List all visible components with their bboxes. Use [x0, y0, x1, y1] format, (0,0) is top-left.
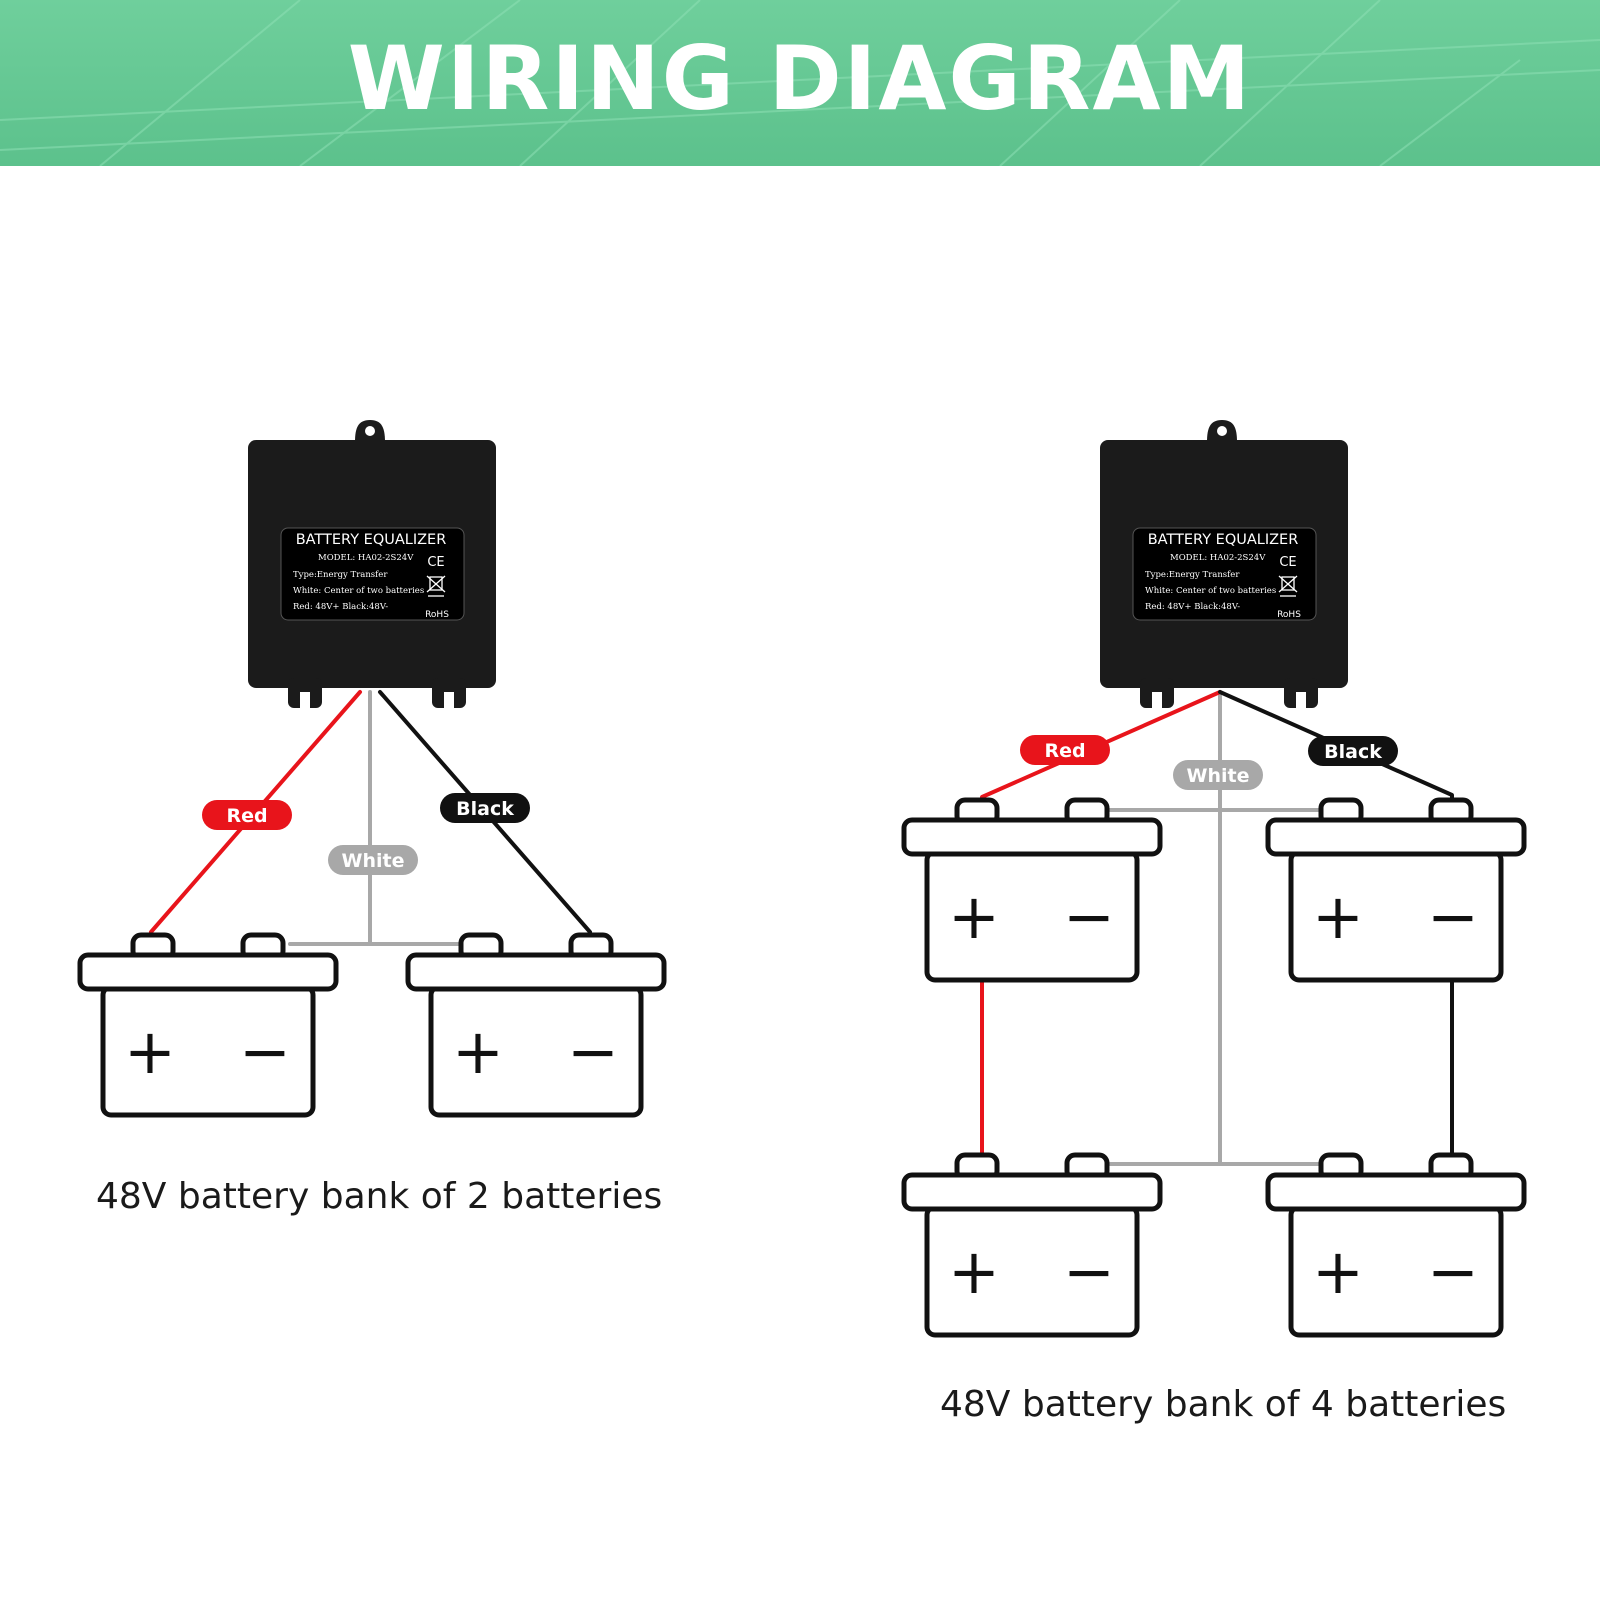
- mounting-hole: [365, 426, 375, 436]
- equalizer-label-plate: [1132, 527, 1317, 621]
- battery-left-2: +−: [405, 932, 667, 1118]
- battery-plus-symbol: +: [124, 1015, 176, 1088]
- pill-text: Red: [226, 805, 267, 827]
- battery-plus-symbol: +: [1312, 880, 1364, 953]
- pill-text: Red: [1044, 740, 1085, 762]
- ce-mark: CE: [1279, 555, 1296, 570]
- mounting-slot-right: [1296, 692, 1306, 710]
- label-white-note: White: Center of two batteries: [1145, 586, 1276, 596]
- label-type: Type:Energy Transfer: [1145, 570, 1240, 580]
- red-wire-right: [980, 690, 1222, 1160]
- label-red-black-note: Red: 48V+ Black:48V-: [293, 602, 388, 612]
- label-red-black-note: Red: 48V+ Black:48V-: [1145, 602, 1240, 612]
- pill-background: [1308, 736, 1398, 766]
- battery-plus-symbol: +: [948, 1235, 1000, 1308]
- pill-text: White: [1187, 765, 1250, 787]
- battery-minus-symbol: −: [1063, 880, 1115, 953]
- red-wire-tag-left: Red: [202, 800, 292, 830]
- solar-panel-background: [0, 0, 1600, 166]
- black-wire-right: [1218, 690, 1454, 1160]
- pill-text: Black: [456, 798, 514, 820]
- equalizer-label-plate: [280, 527, 465, 621]
- battery-minus-symbol: −: [1427, 1235, 1479, 1308]
- pill-background: [440, 793, 530, 823]
- battery-equalizer-right: BATTERY EQUALIZER MODEL: HA02-2S24V Type:E…: [1100, 420, 1348, 710]
- label-title: BATTERY EQUALIZER: [296, 532, 447, 548]
- header-banner: WIRING DIAGRAM: [0, 0, 1600, 166]
- ce-mark: CE: [427, 555, 444, 570]
- battery-right-bottom-1: +−: [901, 1152, 1163, 1338]
- battery-lid: [1265, 817, 1527, 857]
- battery-minus-symbol: −: [1063, 1235, 1115, 1308]
- rohs-mark: RoHS: [425, 610, 449, 620]
- battery-plus-symbol: +: [948, 880, 1000, 953]
- battery-lid: [901, 817, 1163, 857]
- battery-minus-symbol: −: [239, 1015, 291, 1088]
- battery-left-1: +−: [77, 932, 339, 1118]
- weee-bin-icon: [1278, 575, 1298, 597]
- label-model: MODEL: HA02-2S24V: [318, 553, 414, 563]
- battery-right-top-2: +−: [1265, 797, 1527, 983]
- battery-right-bottom-2: +−: [1265, 1152, 1527, 1338]
- black-wire-tag-left: Black: [440, 793, 530, 823]
- battery-minus-symbol: −: [1427, 880, 1479, 953]
- label-type: Type:Energy Transfer: [293, 570, 388, 580]
- pill-text: Black: [1324, 741, 1382, 763]
- caption-two-batteries: 48V battery bank of 2 batteries: [96, 1176, 663, 1217]
- black-wire-tag-right: Black: [1308, 736, 1398, 766]
- page-title: WIRING DIAGRAM: [347, 27, 1253, 130]
- battery-lid: [901, 1172, 1163, 1212]
- mounting-slot-right: [444, 692, 454, 710]
- red-wire-tag-right: Red: [1020, 735, 1110, 765]
- label-model: MODEL: HA02-2S24V: [1170, 553, 1266, 563]
- pill-background: [1173, 760, 1263, 790]
- caption-four-batteries: 48V battery bank of 4 batteries: [940, 1384, 1507, 1425]
- pill-background: [328, 845, 418, 875]
- battery-equalizer-left: BATTERY EQUALIZER MODEL: HA02-2S24V Type:E…: [248, 420, 496, 710]
- battery-minus-symbol: −: [567, 1015, 619, 1088]
- label-title: BATTERY EQUALIZER: [1148, 532, 1299, 548]
- rohs-mark: RoHS: [1277, 610, 1301, 620]
- mounting-slot-left: [300, 692, 310, 710]
- pill-background: [202, 800, 292, 830]
- battery-plus-symbol: +: [1312, 1235, 1364, 1308]
- white-wire-tag-right: White: [1173, 760, 1263, 790]
- pill-text: White: [342, 850, 405, 872]
- battery-lid: [1265, 1172, 1527, 1212]
- battery-plus-symbol: +: [452, 1015, 504, 1088]
- label-white-note: White: Center of two batteries: [293, 586, 424, 596]
- mounting-hole: [1217, 426, 1227, 436]
- weee-bin-icon: [426, 575, 446, 597]
- mounting-slot-left: [1152, 692, 1162, 710]
- pill-background: [1020, 735, 1110, 765]
- battery-lid: [405, 952, 667, 992]
- battery-right-top-1: +−: [901, 797, 1163, 983]
- white-wire-tag-left: White: [328, 845, 418, 875]
- battery-lid: [77, 952, 339, 992]
